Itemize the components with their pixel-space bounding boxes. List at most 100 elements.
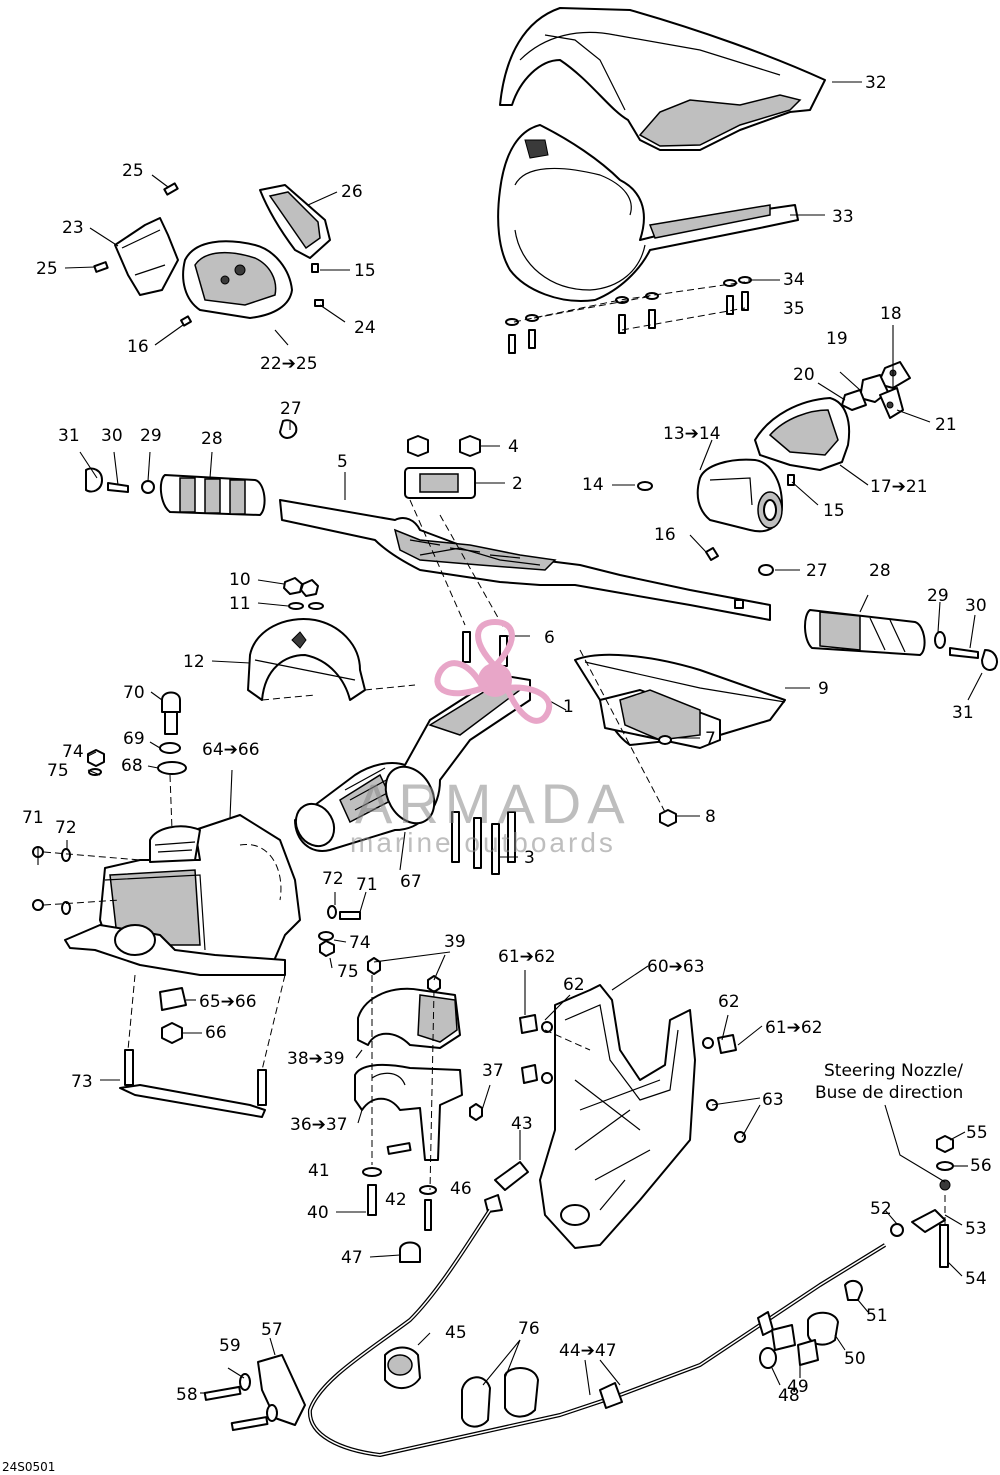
callout-37: 37 (482, 1061, 504, 1081)
callout-23: 23 (62, 218, 84, 238)
callout-61-62: 61➔62 (498, 947, 556, 967)
callout-74: 74 (349, 933, 371, 953)
callout-18: 18 (880, 304, 902, 324)
part-12-cover (247, 577, 366, 701)
callout-7: 7 (705, 729, 716, 749)
callout-15: 15 (823, 501, 845, 521)
callout-51: 51 (866, 1306, 888, 1326)
armada-watermark: ARMADA marine outboards (350, 618, 631, 858)
callout-19: 19 (826, 329, 848, 349)
callout-54: 54 (965, 1269, 987, 1289)
callout-44-47: 44➔47 (559, 1341, 617, 1361)
part-57-59-bracket (203, 1354, 306, 1432)
callout-75: 75 (337, 962, 359, 982)
callout-71: 71 (356, 875, 378, 895)
part-44-cable (307, 1208, 887, 1457)
callout-62: 62 (563, 975, 585, 995)
callout-41: 41 (308, 1161, 330, 1181)
part-68-70-fittings (87, 691, 187, 776)
callout-31: 31 (58, 426, 80, 446)
part-13-throttle-housing (637, 458, 783, 561)
steering-nozzle-label-line1: Steering Nozzle/ (824, 1061, 963, 1081)
callout-36-37: 36➔37 (290, 1115, 348, 1135)
callout-38-39: 38➔39 (287, 1049, 345, 1069)
callout-16: 16 (654, 525, 676, 545)
callout-68: 68 (121, 756, 143, 776)
callout-27: 27 (806, 561, 828, 581)
callout-47: 47 (341, 1248, 363, 1268)
parts-drawing (32, 7, 998, 1457)
callout-40: 40 (307, 1203, 329, 1223)
callout-25: 25 (36, 259, 58, 279)
part-60-63-bracket (519, 984, 746, 1249)
callout-29: 29 (140, 426, 162, 446)
callout-10: 10 (229, 570, 251, 590)
callout-16: 16 (127, 337, 149, 357)
part-64-support (64, 814, 301, 1044)
callout-48: 48 (778, 1386, 800, 1406)
callout-11: 11 (229, 594, 251, 614)
callout-43: 43 (511, 1114, 533, 1134)
callout-29: 29 (927, 586, 949, 606)
part-73-linkage (119, 1049, 267, 1118)
callout-30: 30 (965, 596, 987, 616)
callout-72: 72 (322, 869, 344, 889)
callout-21: 21 (935, 415, 957, 435)
propeller-logo (434, 618, 553, 724)
part-9-cover (574, 653, 786, 749)
callout-5: 5 (337, 452, 348, 472)
callout-49: 49 (787, 1377, 809, 1397)
callout-67: 67 (400, 872, 422, 892)
leader-lines (37, 81, 983, 1396)
part-71-72-screws (32, 846, 361, 957)
callout-65-66: 65➔66 (199, 992, 257, 1012)
callout-66: 66 (205, 1023, 227, 1043)
callout-6: 6 (544, 628, 555, 648)
callout-74: 74 (62, 742, 84, 762)
callout-26: 26 (341, 182, 363, 202)
callout-55: 55 (966, 1123, 988, 1143)
part-28-left-grip (85, 419, 298, 516)
callout-34: 34 (783, 270, 805, 290)
callout-64-66: 64➔66 (202, 740, 260, 760)
callout-1: 1 (563, 697, 574, 717)
callout-71: 71 (22, 808, 44, 828)
part-36-39-clamp (354, 957, 483, 1161)
callout-27: 27 (280, 399, 302, 419)
part-48-56-nozzle-hardware (759, 1135, 954, 1369)
callout-53: 53 (965, 1219, 987, 1239)
callout-13-14: 13➔14 (663, 424, 721, 444)
callout-75: 75 (47, 761, 69, 781)
callout-42: 42 (385, 1190, 407, 1210)
callout-9: 9 (818, 679, 829, 699)
callout-8: 8 (705, 807, 716, 827)
callout-14: 14 (582, 475, 604, 495)
callout-3: 3 (524, 848, 535, 868)
callout-60-63: 60➔63 (647, 957, 705, 977)
callout-56: 56 (970, 1156, 992, 1176)
watermark-brand: ARMADA (355, 772, 631, 835)
callout-32: 32 (865, 73, 887, 93)
part-22-left-switch-housing (93, 182, 331, 327)
callout-39: 39 (444, 932, 466, 952)
callout-73: 73 (71, 1072, 93, 1092)
callout-35: 35 (783, 299, 805, 319)
part-45-76-grommets (384, 1346, 539, 1428)
callout-25: 25 (122, 161, 144, 181)
callout-24: 24 (354, 318, 376, 338)
alignment-lines (43, 281, 946, 1225)
part-40-47-hardware (362, 1142, 529, 1263)
steering-nozzle-label-line2: Buse de direction (815, 1083, 963, 1103)
callout-50: 50 (844, 1349, 866, 1369)
callout-labels: 32 33 34 35 25 26 23 25 15 24 16 22➔25 1… (2, 73, 992, 1474)
callout-31: 31 (952, 703, 974, 723)
callout-30: 30 (101, 426, 123, 446)
callout-33: 33 (832, 207, 854, 227)
callout-28: 28 (201, 429, 223, 449)
callout-70: 70 (123, 683, 145, 703)
callout-76: 76 (518, 1319, 540, 1339)
drawing-code: 24S0501 (2, 1460, 55, 1474)
callout-4: 4 (508, 437, 519, 457)
callout-72: 72 (55, 818, 77, 838)
